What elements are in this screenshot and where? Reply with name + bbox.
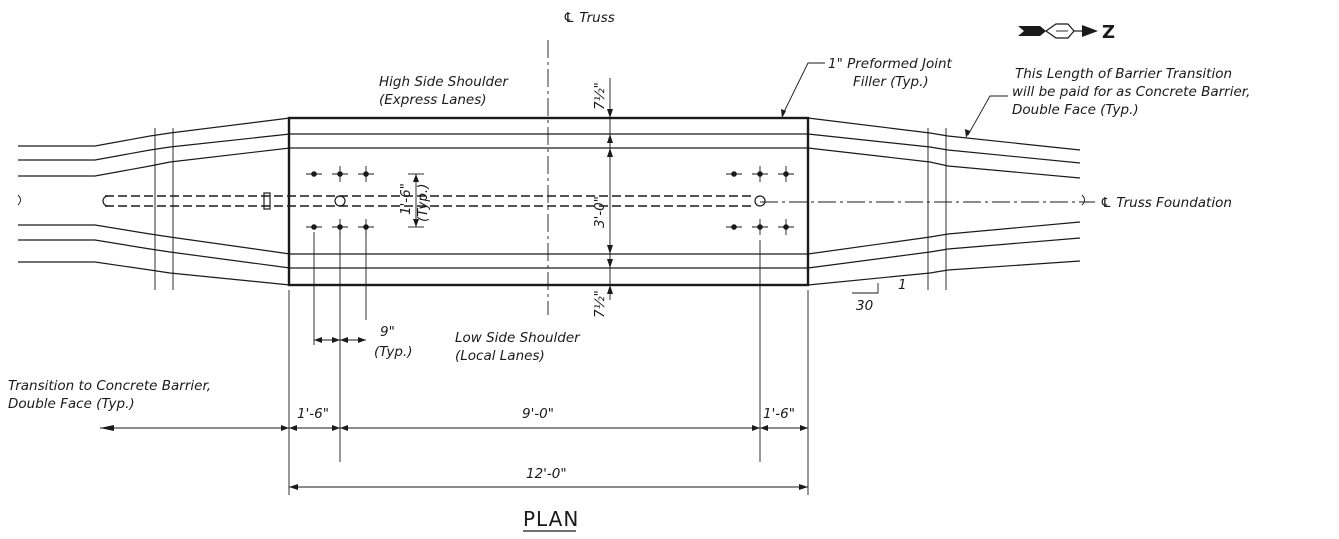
right-barrier-transition <box>807 117 1085 290</box>
truss-foundation-label: ℄ Truss Foundation <box>1100 195 1232 211</box>
horizontal-dimensions <box>100 240 809 495</box>
high-side-sublabel: (Express Lanes) <box>379 92 487 108</box>
slope-numerator: 1 <box>898 277 907 293</box>
barrier-note-2: will be paid for as Concrete Barrier, <box>1012 84 1250 100</box>
dim-top-label: 7½" <box>592 82 608 110</box>
dim-bolt-typ: (Typ.) <box>415 184 431 222</box>
left-barrier-transition <box>17 117 291 290</box>
truss-centerline-label: ℄ Truss <box>563 10 615 26</box>
high-side-label: High Side Shoulder <box>379 74 509 90</box>
joint-filler-label: 1" Preformed Joint <box>828 56 953 72</box>
transition-note-1: Transition to Concrete Barrier, <box>8 378 211 394</box>
leader-lines <box>781 62 1008 294</box>
dim-right-label: 1'-6" <box>763 406 795 422</box>
spacing-9-label: 9" <box>380 324 395 340</box>
north-arrow-icon <box>1018 23 1098 39</box>
dim-bot-label: 7½" <box>592 290 608 318</box>
slope-denominator: 30 <box>856 298 873 314</box>
dim-total-label: 12'-0" <box>526 466 567 482</box>
low-side-label: Low Side Shoulder <box>455 330 581 346</box>
vertical-dimensions <box>408 78 613 300</box>
foundation-slab <box>287 116 810 287</box>
low-side-sublabel: (Local Lanes) <box>455 348 545 364</box>
bolt-spacing-dimension <box>313 232 367 345</box>
dim-mid-label: 3'-0" <box>592 196 608 228</box>
transition-note-2: Double Face (Typ.) <box>8 396 135 412</box>
anchor-bolts <box>306 166 794 235</box>
joint-filler-sublabel: Filler (Typ.) <box>853 74 929 90</box>
dim-bolt-label: 1'-6" <box>398 183 414 215</box>
dim-left-label: 1'-6" <box>297 406 329 422</box>
spacing-9-typ: (Typ.) <box>374 344 412 360</box>
conduit <box>102 192 766 210</box>
north-label: Z <box>1102 22 1115 43</box>
dim-center-label: 9'-0" <box>522 406 554 422</box>
barrier-note-3: Double Face (Typ.) <box>1012 102 1139 118</box>
barrier-note-1: This Length of Barrier Transition <box>1015 66 1232 82</box>
plan-title: PLAN <box>523 507 579 531</box>
